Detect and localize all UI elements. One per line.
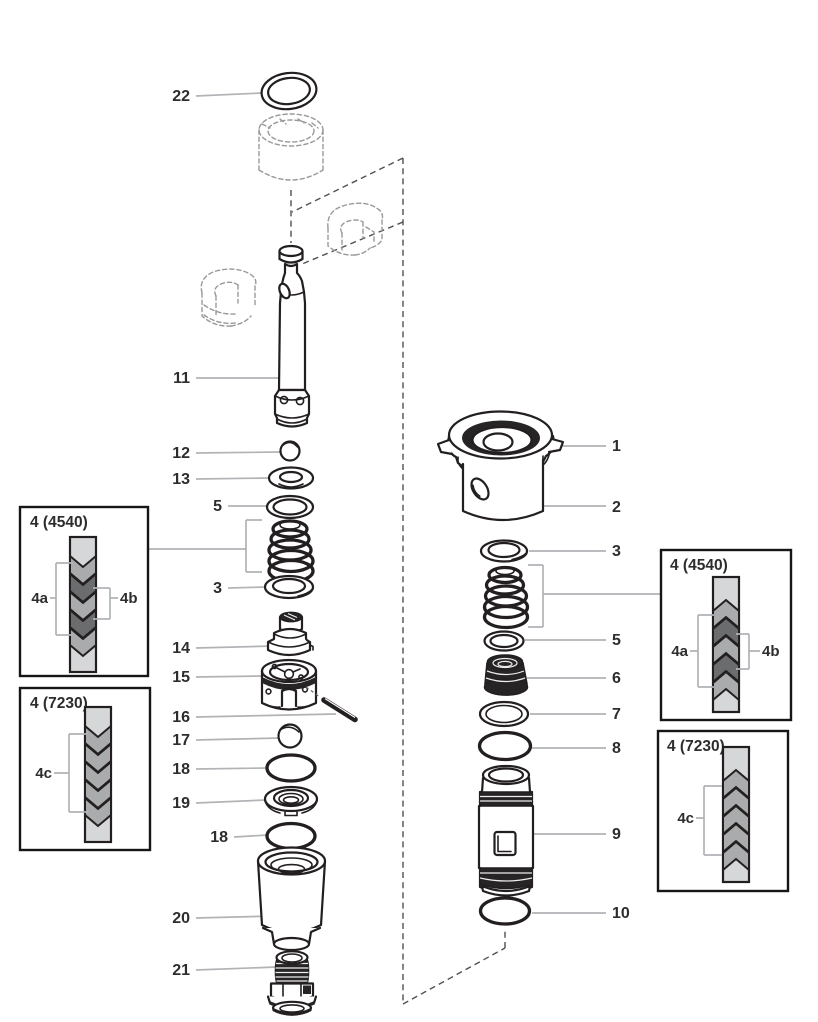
callout-9: 9 [612,826,621,843]
leader-lines [148,92,661,971]
inset-right-4540-label-4a: 4a [671,643,688,660]
part-5-gland-left [265,494,315,520]
callout-6: 6 [612,670,621,687]
callout-10: 10 [612,905,630,922]
callout-5-right: 5 [612,632,621,649]
part-17-ball [277,723,303,749]
inset-right-7230-label-4c: 4c [677,810,694,827]
part-14-intake-valve [266,611,314,657]
callout-22: 22 [172,88,190,105]
part-19-seat [263,785,319,817]
callout-18-upper: 18 [172,761,190,778]
inset-left-4540-title: 4 (4540) [30,514,88,531]
inset-left-4540-label-4a: 4a [31,590,48,607]
callout-18-lower: 18 [210,829,228,846]
part-20-valve-housing [256,846,327,952]
callout-11: 11 [173,370,190,387]
part-10-oring [478,896,532,926]
part-6-packing-dark [483,654,529,696]
part-4-packing-stack-left [267,519,315,584]
part-4-packing-stack-right [482,565,530,630]
inset-left-7230: 4 (7230) 4c [18,686,152,852]
inset-left-4540-label-4b: 4b [120,590,138,607]
callout-labels: 22 11 12 13 5 3 14 15 16 17 18 19 18 20 … [172,88,630,979]
assembly-path-dashed [290,157,506,1005]
callout-16: 16 [172,709,190,726]
part-5-gland-right [483,630,525,652]
part-2-cylinder-sleeve [456,454,550,522]
part-3-ring-right [479,539,529,563]
part-16-pin [305,686,358,723]
callout-21: 21 [172,962,190,979]
inset-left-7230-label-4c: 4c [35,765,52,782]
part-21-intake-fitting [266,950,318,1016]
part-11-piston-rod [273,244,311,428]
ghost-clamp-left [200,268,257,327]
inset-right-4540-title: 4 (4540) [670,557,728,574]
part-18-oring-lower [265,821,317,851]
callout-15: 15 [172,669,190,686]
callout-8: 8 [612,740,621,757]
callout-20: 20 [172,910,190,927]
callout-3-left: 3 [213,580,222,597]
part-9-pump-cylinder [477,764,535,897]
inset-right-7230-title: 4 (7230) [667,738,725,755]
callout-17: 17 [172,732,190,749]
callout-2: 2 [612,499,621,516]
part-12-ball [279,440,301,462]
part-8-oring [477,730,533,762]
part-7-ring [478,700,530,728]
inset-left-7230-title: 4 (7230) [30,695,88,712]
callout-1: 1 [612,438,621,455]
inset-left-4540: 4 (4540) 4a 4b [18,505,150,678]
part-13-washer [267,466,315,490]
callout-7: 7 [612,706,621,723]
part-18-oring-upper [265,753,317,783]
inset-right-4540-label-4b: 4b [762,643,780,660]
callout-5-left: 5 [213,498,222,515]
ghost-cylinder [258,113,324,181]
part-15-retainer [260,658,318,711]
callout-19: 19 [172,795,190,812]
callout-13: 13 [172,471,190,488]
part-22-ring [260,71,318,111]
callout-3-right: 3 [612,543,621,560]
inset-right-4540: 4 (4540) 4a 4b [659,548,793,722]
ghost-clamp-right [327,202,384,256]
callout-14: 14 [172,640,190,657]
callout-12: 12 [172,445,190,462]
inset-right-7230: 4 (7230) 4c [656,729,790,893]
part-3-ring-left [263,574,315,600]
